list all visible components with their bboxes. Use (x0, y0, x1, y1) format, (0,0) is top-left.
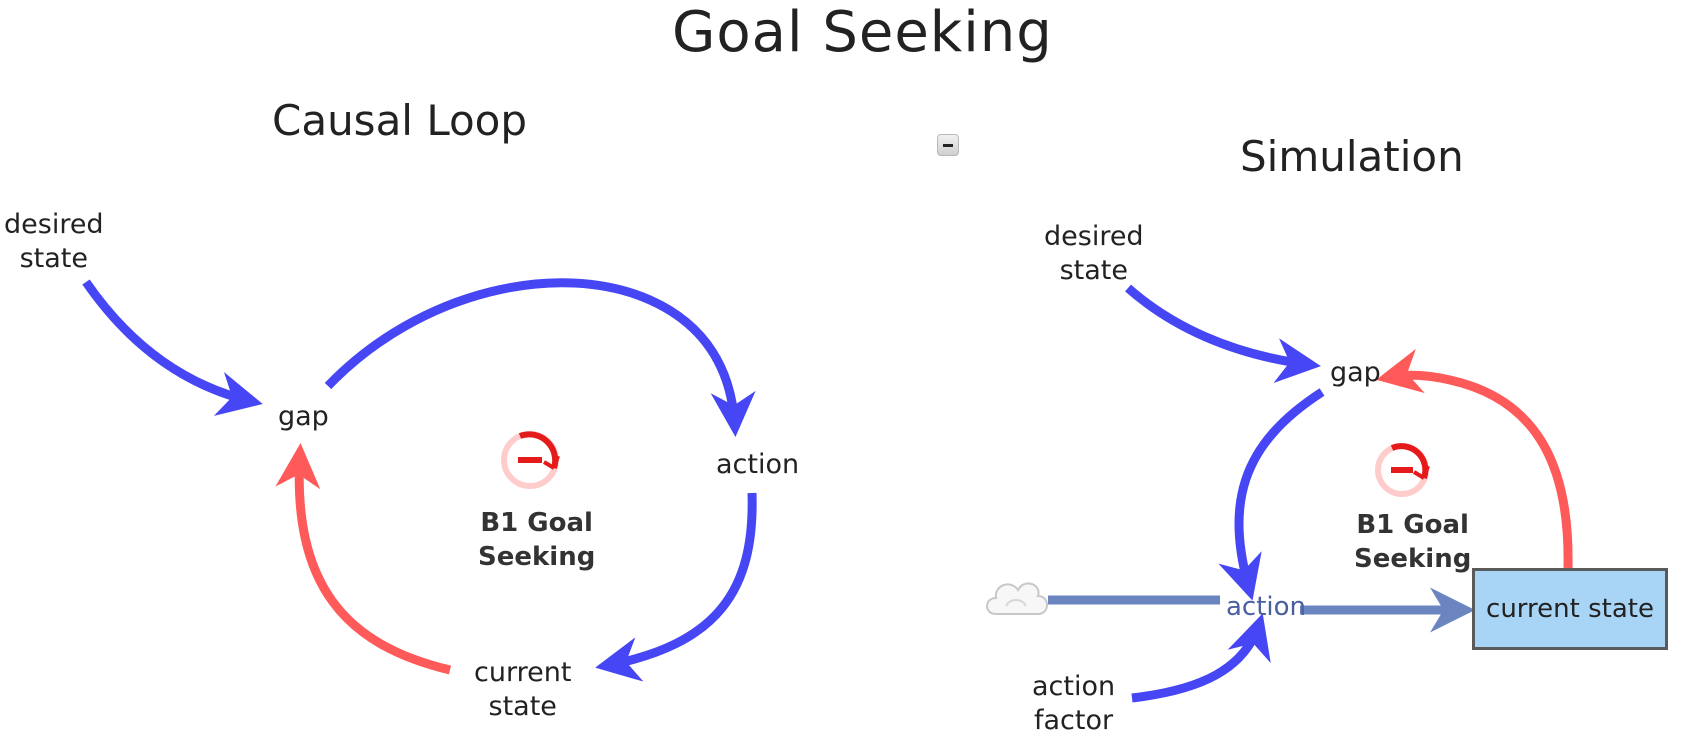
cl-loop-label: B1 Goal Seeking (478, 508, 596, 572)
sim-link-factor-to-action[interactable] (1131, 613, 1271, 703)
link-desired-to-gap[interactable] (82, 279, 263, 416)
cloud-icon (986, 582, 1048, 615)
sim-gap-label: gap (1330, 357, 1381, 388)
sim-loop-label: B1 Goal Seeking (1354, 510, 1472, 574)
sim-link-current-to-gap[interactable] (1376, 348, 1573, 569)
link-current-to-gap[interactable] (275, 443, 452, 675)
sim-current-state-stock[interactable]: current state (1472, 568, 1668, 650)
sim-action-factor-label: action factor (1032, 671, 1116, 736)
causal-loop-heading: Causal Loop (272, 96, 528, 145)
sim-current-state-label: current state (1486, 594, 1654, 624)
link-gap-to-action[interactable] (324, 278, 756, 437)
sim-action-flow-label[interactable]: action (1226, 592, 1307, 622)
link-action-to-current[interactable] (595, 492, 757, 682)
minus-icon (943, 143, 953, 147)
collapse-button[interactable] (937, 134, 959, 156)
cl-gap-label: gap (278, 401, 329, 432)
sim-desired-state-label: desired state (1044, 221, 1144, 286)
cl-current-state-label: current state (474, 657, 572, 722)
sim-link-desired-to-gap[interactable] (1125, 284, 1321, 383)
sim-balancing-loop-icon (1375, 443, 1430, 497)
cl-desired-state-label: desired state (4, 209, 104, 274)
cl-action-label: action (716, 449, 800, 480)
balancing-loop-icon (501, 431, 560, 489)
sim-link-gap-to-action[interactable] (1218, 388, 1325, 601)
page-title: Goal Seeking (672, 0, 1053, 65)
simulation-heading: Simulation (1240, 132, 1464, 181)
